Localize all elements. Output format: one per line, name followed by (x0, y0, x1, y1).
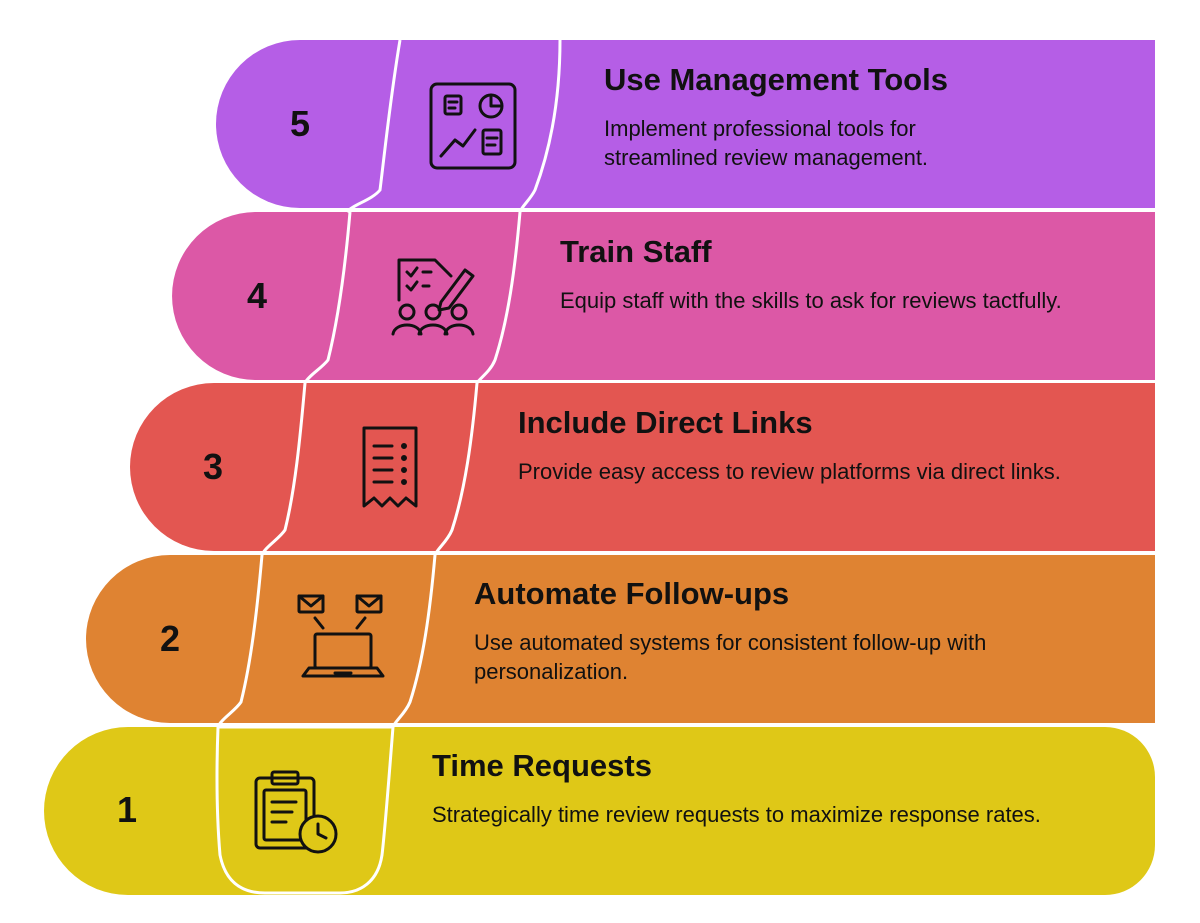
step-3-title: Include Direct Links (518, 405, 813, 440)
step-3-number: 3 (202, 446, 224, 487)
step-4-number: 4 (246, 275, 268, 316)
step-3-description: Provide easy access to review platforms … (518, 459, 1061, 484)
step-3-lobe (262, 383, 477, 551)
step-4-lobe (305, 212, 520, 380)
step-2-content: Automate Follow-ups Use automated system… (474, 576, 1124, 686)
step-4-title: Train Staff (560, 234, 712, 269)
receipt-icon (342, 420, 438, 516)
step-5-number: 5 (289, 103, 311, 144)
step-connector-2b (391, 554, 437, 728)
step-1-content: Time Requests Strategically time review … (432, 748, 1112, 829)
step-1-description: Strategically time review requests to ma… (432, 802, 1041, 827)
step-3-content: Include Direct Links Provide easy access… (518, 405, 1078, 486)
step-5-description: Implement professional tools for streaml… (604, 116, 929, 170)
step-1-lobe (215, 725, 395, 895)
step-connector-5 (345, 39, 402, 214)
step-5-content: Use Management Tools Implement professio… (604, 62, 1034, 172)
step-2-title: Automate Follow-ups (474, 576, 790, 611)
step-5-title: Use Management Tools (604, 62, 948, 97)
step-1-number: 1 (116, 789, 138, 830)
step-connector-5b (518, 39, 562, 213)
step-2-number: 2 (159, 618, 181, 659)
team-training-icon (385, 248, 481, 344)
step-connector-4 (303, 211, 352, 384)
step-2-description: Use automated systems for consistent fol… (474, 630, 987, 684)
step-connector-2 (216, 554, 264, 728)
step-5-lobe (350, 40, 560, 208)
step-1-title: Time Requests (432, 748, 652, 783)
step-connector-4b (475, 211, 522, 384)
step-4-content: Train Staff Equip staff with the skills … (560, 234, 1100, 315)
laptop-mail-icon (293, 588, 393, 688)
step-connector-3b (433, 382, 479, 556)
step-4-description: Equip staff with the skills to ask for r… (560, 288, 1062, 313)
clipboard-clock-icon (248, 764, 348, 864)
dashboard-icon (425, 78, 521, 174)
step-connector-3 (260, 382, 307, 556)
